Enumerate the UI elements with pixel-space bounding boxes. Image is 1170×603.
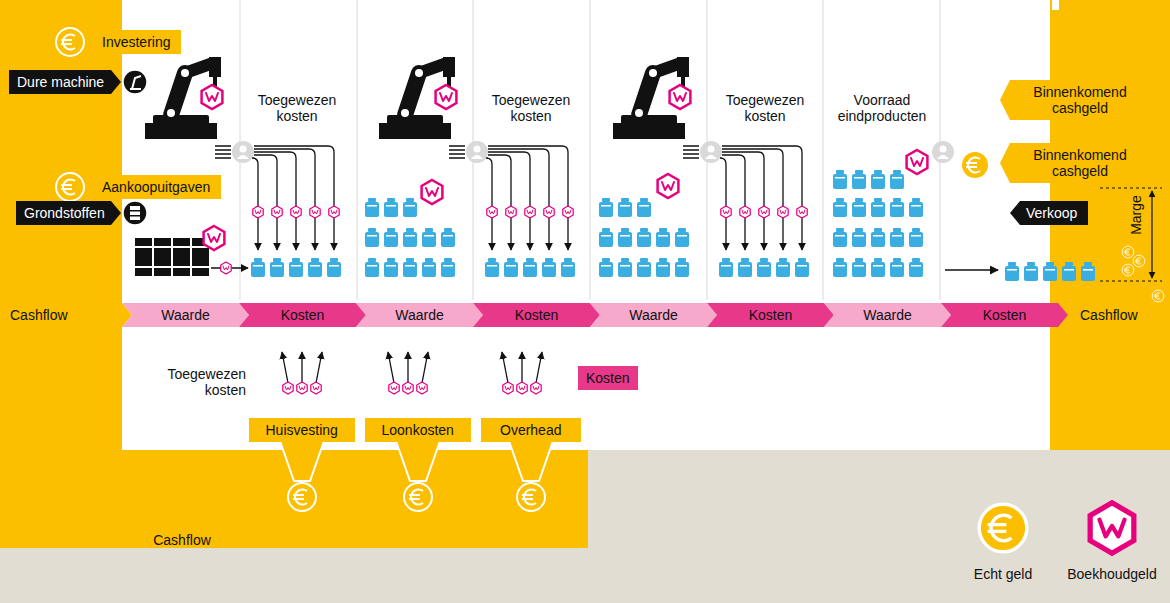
cashflow-label: Cashflow	[1080, 307, 1138, 323]
income-tag-outline	[1000, 80, 1156, 120]
section-label: Toegewezen kosten	[245, 92, 349, 124]
flow-chevron: Kosten	[707, 303, 834, 327]
cashflow-label: Cashflow	[10, 307, 68, 323]
section-label: Toegewezen kosten	[160, 366, 246, 398]
flow-chevron-outline	[356, 303, 483, 327]
sale-tag-outline	[1010, 201, 1088, 225]
flow-chevron: Waarde	[824, 303, 951, 327]
section-label: Toegewezen kosten	[479, 92, 583, 124]
node-label: Binnenkomend cashgeld	[1016, 147, 1144, 179]
node-label: Overhead	[500, 422, 561, 438]
node-text: Binnenkomend cashgeld	[1016, 84, 1144, 116]
section-label: Voorraad eindproducten	[826, 92, 938, 124]
node-label: Aankoopuitgaven	[102, 179, 210, 195]
node-text: Kosten	[717, 307, 824, 323]
node-text: Overhead	[500, 422, 561, 438]
node-label: Huisvesting	[266, 422, 338, 438]
node-text: Binnenkomend cashgeld	[1016, 147, 1144, 179]
node-text: Investering	[102, 34, 170, 50]
node-text: Dure machine	[17, 74, 104, 90]
node-label: Loonkosten	[382, 422, 454, 438]
expense-box: Huisvesting	[249, 418, 355, 442]
node-label: Verkoop	[1026, 205, 1077, 221]
flow-chevron-outline	[473, 303, 600, 327]
node-label: Kosten	[717, 307, 824, 323]
margin-label: Marge	[1128, 195, 1144, 235]
section-label: Toegewezen kosten	[713, 92, 817, 124]
node-text: Aankoopuitgaven	[102, 179, 210, 195]
cost-box-outline	[578, 366, 638, 390]
sale-tag: Verkoop	[1010, 201, 1088, 225]
node-label: Kosten	[586, 370, 630, 386]
flow-chevron: Kosten	[239, 303, 366, 327]
asset-tag-outline	[9, 70, 121, 94]
node-label: Binnenkomend cashgeld	[1016, 84, 1144, 116]
node-label: Waarde	[600, 307, 707, 323]
flow-chevron-outline	[239, 303, 366, 327]
node-text: Grondstoffen	[24, 205, 105, 221]
node-text: Huisvesting	[266, 422, 338, 438]
node-text: Waarde	[132, 307, 239, 323]
legend-label: Boekhoudgeld	[1067, 566, 1157, 582]
flow-chevron-outline	[707, 303, 834, 327]
cost-tag: Investering	[86, 30, 181, 54]
flow-chevron: Waarde	[590, 303, 717, 327]
node-text: Verkoop	[1026, 205, 1077, 221]
node-text: Waarde	[366, 307, 473, 323]
legend-label: Echt geld	[974, 566, 1032, 582]
node-label: Kosten	[951, 307, 1058, 323]
income-tag: Binnenkomend cashgeld	[1000, 80, 1156, 120]
expense-box: Loonkosten	[365, 418, 471, 442]
flow-chevron-outline	[941, 303, 1068, 327]
node-label: Dure machine	[17, 74, 104, 90]
node-label: Waarde	[366, 307, 473, 323]
expense-box-outline	[249, 418, 355, 442]
income-tag: Binnenkomend cashgeld	[1000, 143, 1156, 183]
flow-chevron: Waarde	[122, 303, 249, 327]
cost-tag-outline	[86, 175, 221, 199]
asset-tag-outline	[16, 201, 121, 225]
income-tag-outline	[1000, 143, 1156, 183]
flow-chevron-outline	[122, 303, 249, 327]
node-label: Grondstoffen	[24, 205, 105, 221]
legend-sample	[1090, 503, 1134, 553]
expense-box: Overhead	[481, 418, 581, 442]
node-label: Waarde	[834, 307, 941, 323]
node-label: Kosten	[249, 307, 356, 323]
node-label: Investering	[102, 34, 170, 50]
node-text: Kosten	[483, 307, 590, 323]
node-text: Waarde	[834, 307, 941, 323]
node-text: Loonkosten	[382, 422, 454, 438]
legend-sample	[979, 504, 1027, 552]
node-text: Waarde	[600, 307, 707, 323]
cost-tag-outline	[86, 30, 181, 54]
asset-tag: Dure machine	[9, 70, 121, 94]
flow-chevron: Kosten	[473, 303, 600, 327]
asset-tag: Grondstoffen	[16, 201, 121, 225]
cost-tag: Aankoopuitgaven	[86, 175, 221, 199]
expense-box-outline	[481, 418, 581, 442]
flow-chevron-outline	[590, 303, 717, 327]
cashflow-label: Cashflow	[153, 532, 211, 548]
cost-box: Kosten	[578, 366, 638, 390]
node-label: Waarde	[132, 307, 239, 323]
flow-chevron-outline	[824, 303, 951, 327]
node-text: Kosten	[951, 307, 1058, 323]
flow-chevron: Kosten	[941, 303, 1068, 327]
node-text: Kosten	[249, 307, 356, 323]
node-label: Kosten	[483, 307, 590, 323]
expense-box-outline	[365, 418, 471, 442]
flow-chevron: Waarde	[356, 303, 483, 327]
node-text: Kosten	[586, 370, 630, 386]
